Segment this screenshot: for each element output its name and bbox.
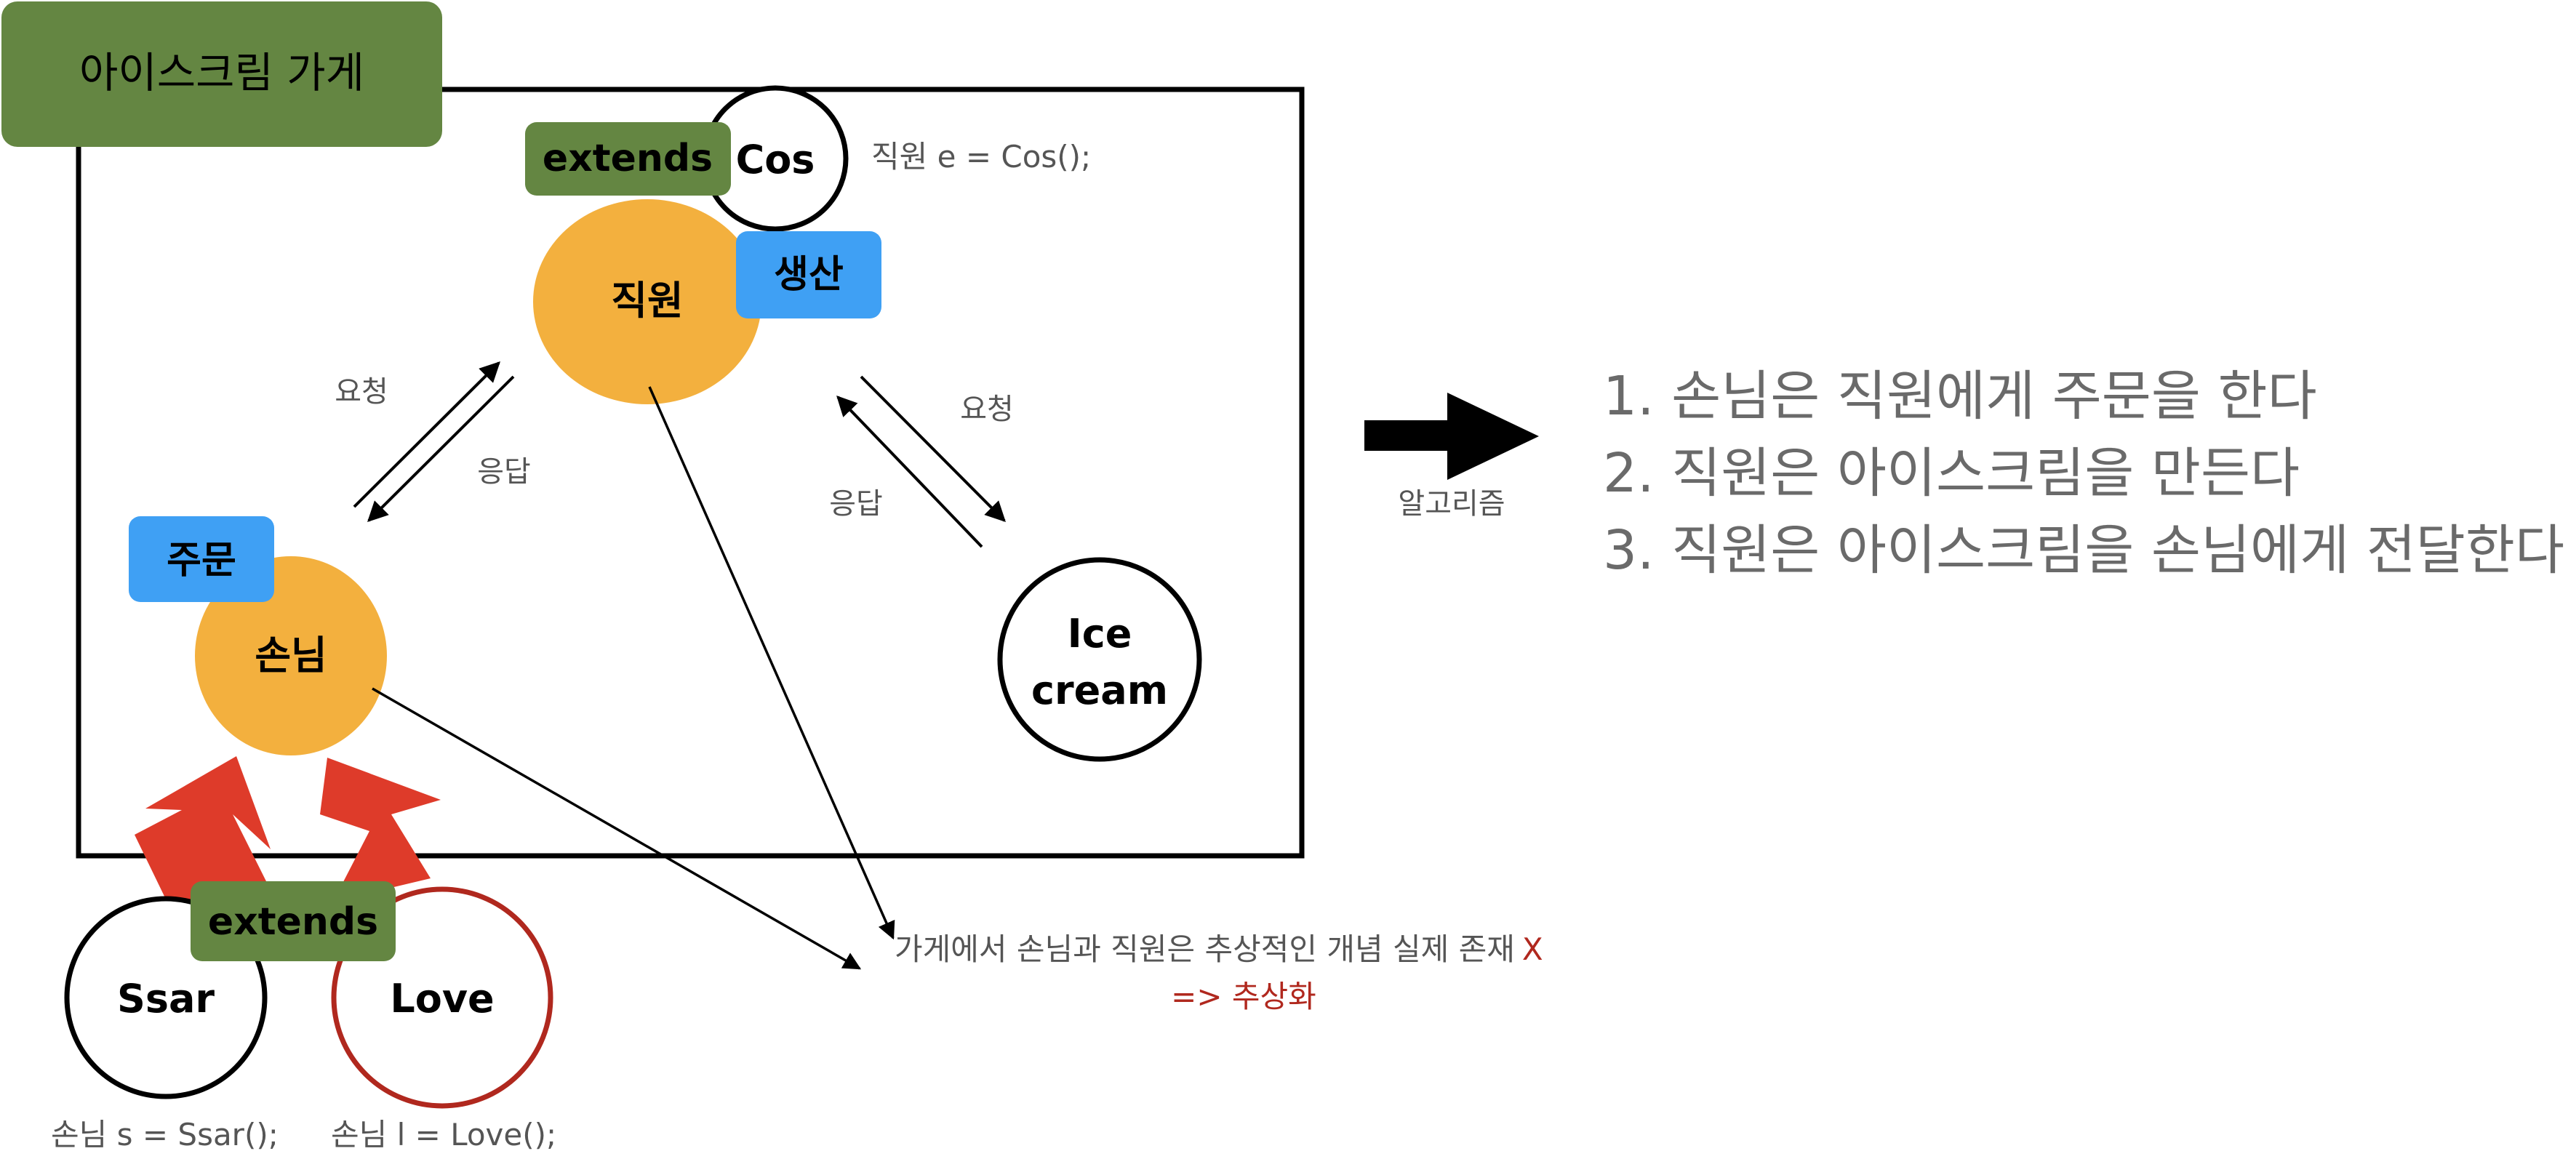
store-title: 아이스크림 가게 (79, 48, 364, 97)
ssar-label: Ssar (117, 976, 215, 1022)
algorithm-step-3: 3. 직원은 아이스크림을 손님에게 전달한다 (1603, 519, 2564, 582)
icecream-label-line2: cream (1031, 667, 1168, 713)
right-response-arrow (836, 395, 983, 548)
abstraction-note-mark: X (1522, 931, 1543, 967)
left-response-text: 응답 (477, 455, 531, 489)
left-request-arrow (353, 361, 500, 508)
order-tag (129, 516, 274, 602)
customer-note-pointer (372, 687, 862, 970)
order-label: 주문 (167, 539, 236, 582)
extends-top-label: extends (543, 137, 713, 180)
employee-label: 직원 (611, 278, 683, 324)
employee-node (533, 199, 761, 404)
extends-tag-bottom (191, 881, 396, 961)
algorithm-step-1: 1. 손님은 직원에게 주문을 한다 (1603, 365, 2317, 428)
employee-decl-code: 직원 e = Cos(); (871, 139, 1091, 175)
store-boundary (76, 87, 1305, 859)
algorithm-arrow-label: 알고리즘 (1398, 487, 1505, 521)
love-inherit-arrow (320, 758, 441, 902)
right-response-text: 응답 (829, 487, 883, 521)
right-request-text: 요청 (960, 393, 1014, 426)
abstraction-note-line2: => 추상화 (1171, 979, 1316, 1014)
ssar-inherit-arrow (135, 756, 275, 905)
love-label: Love (390, 976, 494, 1022)
produce-tag (736, 231, 881, 318)
customer-node (195, 556, 387, 755)
right-request-arrow (860, 375, 1006, 522)
algorithm-step-2: 2. 직원은 아이스크림을 만든다 (1603, 442, 2300, 505)
abstraction-note-line1: 가게에서 손님과 직원은 추상적인 개념 실제 존재 (895, 931, 1515, 967)
customer-l-decl-code: 손님 l = Love(); (331, 1117, 556, 1152)
icecream-node (997, 557, 1202, 762)
extends-bottom-label: extends (208, 900, 378, 944)
produce-label: 생산 (774, 253, 844, 297)
left-response-arrow (367, 375, 515, 522)
extends-tag-top (525, 122, 731, 196)
store-title-tag (1, 1, 442, 147)
left-request-text: 요청 (335, 375, 388, 409)
icecream-label-line1: Ice (1068, 611, 1132, 657)
algorithm-arrow (1364, 393, 1539, 480)
cos-label: Cos (736, 137, 815, 183)
customer-label: 손님 (255, 633, 327, 678)
employee-note-pointer (648, 386, 895, 940)
customer-s-decl-code: 손님 s = Ssar(); (51, 1117, 279, 1152)
